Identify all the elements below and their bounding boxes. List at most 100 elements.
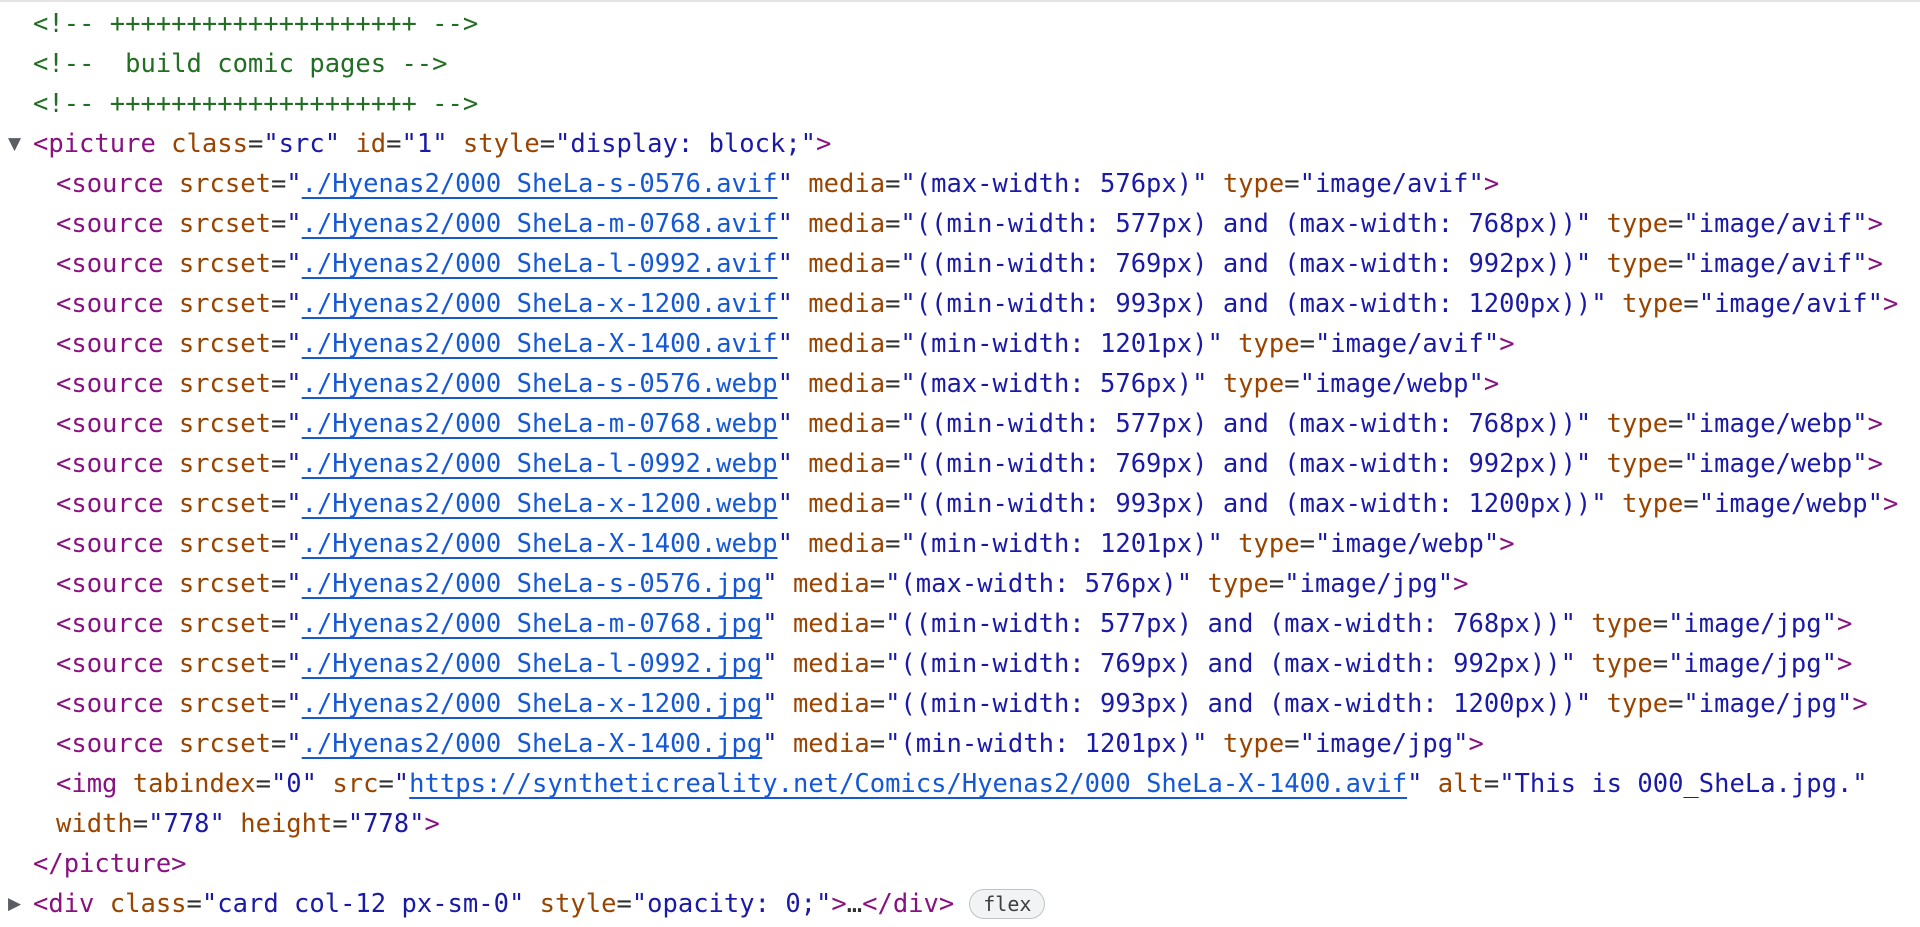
resource-link[interactable]: ./Hyenas2/000_SheLa-X-1400.avif (301, 329, 778, 359)
collapsed-arrow-icon[interactable]: ▶ (8, 894, 22, 914)
resource-link[interactable]: ./Hyenas2/000_SheLa-s-0576.avif (301, 169, 778, 199)
attribute-name-token: id (340, 129, 387, 159)
resource-link[interactable]: ./Hyenas2/000_SheLa-m-0768.avif (301, 209, 778, 239)
flex-badge[interactable]: flex (969, 889, 1046, 919)
tag-token: > (1883, 489, 1899, 519)
resource-link[interactable]: ./Hyenas2/000_SheLa-x-1200.jpg (301, 689, 763, 719)
attribute-name-token: srcset (163, 409, 271, 439)
comment-text: <!-- build comic pages --> (33, 49, 448, 79)
tag-token: > (816, 129, 832, 159)
source-node-webp-s-0576[interactable]: <source srcset="./Hyenas2/000_SheLa-s-05… (0, 364, 1920, 404)
punctuation-token: = (1652, 649, 1669, 679)
source-node-webp-m-0768[interactable]: <source srcset="./Hyenas2/000_SheLa-m-07… (0, 404, 1920, 444)
attribute-value-token: " (286, 209, 302, 239)
attribute-name-token: height (224, 809, 333, 839)
expanded-arrow-icon[interactable]: ▼ (8, 134, 22, 154)
attribute-name-token: srcset (163, 649, 271, 679)
attribute-value-token: "778" (148, 809, 225, 839)
punctuation-token: = (885, 169, 901, 199)
source-node-webp-l-0992[interactable]: <source srcset="./Hyenas2/000_SheLa-l-09… (0, 444, 1920, 484)
attribute-value-token: " (762, 649, 778, 679)
attribute-name-token: media (777, 569, 870, 599)
attribute-value-token: "((min-width: 577px) and (max-width: 768… (900, 209, 1592, 239)
tag-token: <source (56, 609, 164, 639)
resource-link[interactable]: ./Hyenas2/000_SheLa-x-1200.avif (301, 289, 778, 319)
attribute-name-token: tabindex (117, 769, 256, 799)
attribute-value-token: " (777, 369, 793, 399)
source-node-jpg-X-1400[interactable]: <source srcset="./Hyenas2/000_SheLa-X-14… (0, 724, 1920, 764)
attribute-name-token: type (1591, 449, 1669, 479)
tag-token: <source (56, 569, 164, 599)
resource-link[interactable]: ./Hyenas2/000_SheLa-m-0768.webp (301, 409, 778, 439)
attribute-name-token: style (524, 889, 617, 919)
attribute-value-token: "0" (270, 769, 318, 799)
attribute-value-token: " (393, 769, 410, 799)
attribute-name-token: media (777, 729, 870, 759)
punctuation-token: = (270, 329, 287, 359)
comment-divider-bottom[interactable]: <!-- ++++++++++++++++++++ --> (0, 84, 1920, 124)
source-node-avif-x-1200[interactable]: <source srcset="./Hyenas2/000_SheLa-x-12… (0, 284, 1920, 324)
resource-link[interactable]: ./Hyenas2/000_SheLa-l-0992.avif (301, 249, 778, 279)
attribute-name-token: media (792, 329, 886, 359)
attribute-name-token: type (1591, 209, 1669, 239)
attribute-name-token: class (94, 889, 187, 919)
source-node-jpg-l-0992[interactable]: <source srcset="./Hyenas2/000_SheLa-l-09… (0, 644, 1920, 684)
punctuation-token: = (885, 209, 901, 239)
source-node-avif-X-1400[interactable]: <source srcset="./Hyenas2/000_SheLa-X-14… (0, 324, 1920, 364)
source-node-avif-m-0768[interactable]: <source srcset="./Hyenas2/000_SheLa-m-07… (0, 204, 1920, 244)
picture-open-tag[interactable]: ▼<picture class="src" id="1" style="disp… (0, 124, 1920, 164)
resource-link[interactable]: ./Hyenas2/000_SheLa-x-1200.webp (301, 489, 778, 519)
attribute-value-token: " (286, 369, 302, 399)
comment-build-comic-pages[interactable]: <!-- build comic pages --> (0, 44, 1920, 84)
attribute-value-token: " (286, 529, 302, 559)
tag-token: > (1483, 369, 1500, 399)
resource-link[interactable]: ./Hyenas2/000_SheLa-X-1400.webp (301, 529, 778, 559)
punctuation-token: = (270, 169, 287, 199)
source-node-avif-s-0576[interactable]: <source srcset="./Hyenas2/000_SheLa-s-05… (0, 164, 1920, 204)
picture-close-tag[interactable]: </picture> (0, 844, 1920, 884)
punctuation-token: = (270, 689, 287, 719)
attribute-name-token: media (792, 449, 886, 479)
attribute-value-token: " (777, 169, 793, 199)
attribute-name-token: alt (1422, 769, 1484, 799)
punctuation-token: = (1652, 609, 1669, 639)
attribute-value-token: " (286, 569, 302, 599)
attribute-value-token: "((min-width: 577px) and (max-width: 768… (900, 409, 1592, 439)
img-node[interactable]: <img tabindex="0" src="https://synthetic… (0, 764, 1920, 804)
source-node-avif-l-0992[interactable]: <source srcset="./Hyenas2/000_SheLa-l-09… (0, 244, 1920, 284)
attribute-name-token: media (777, 609, 870, 639)
resource-link[interactable]: ./Hyenas2/000_SheLa-l-0992.webp (301, 449, 778, 479)
resource-link[interactable]: ./Hyenas2/000_SheLa-s-0576.jpg (301, 569, 763, 599)
resource-link[interactable]: ./Hyenas2/000_SheLa-l-0992.jpg (301, 649, 763, 679)
attribute-name-token: media (777, 649, 870, 679)
punctuation-token: = (1683, 289, 1699, 319)
attribute-name-token: srcset (163, 169, 271, 199)
source-node-webp-x-1200[interactable]: <source srcset="./Hyenas2/000_SheLa-x-12… (0, 484, 1920, 524)
resource-link[interactable]: https://syntheticreality.net/Comics/Hyen… (409, 769, 1408, 799)
source-node-jpg-m-0768[interactable]: <source srcset="./Hyenas2/000_SheLa-m-07… (0, 604, 1920, 644)
comment-divider-top[interactable]: <!-- ++++++++++++++++++++ --> (0, 4, 1920, 44)
attribute-name-token: src (317, 769, 379, 799)
collapsed-content-ellipsis-icon[interactable]: … (846, 889, 863, 919)
punctuation-token: = (332, 809, 348, 839)
tag-token: <source (56, 169, 164, 199)
punctuation-token: = (132, 809, 149, 839)
source-node-jpg-s-0576[interactable]: <source srcset="./Hyenas2/000_SheLa-s-05… (0, 564, 1920, 604)
resource-link[interactable]: ./Hyenas2/000_SheLa-m-0768.jpg (301, 609, 763, 639)
punctuation-token: = (616, 889, 632, 919)
attribute-name-token: type (1591, 409, 1669, 439)
attribute-value-token: "image/webp" (1314, 529, 1500, 559)
attribute-name-token: srcset (163, 289, 271, 319)
punctuation-token: = (1284, 169, 1300, 199)
resource-link[interactable]: ./Hyenas2/000_SheLa-X-1400.jpg (301, 729, 763, 759)
attribute-name-token: srcset (163, 369, 271, 399)
img-node-wrapped-attributes[interactable]: width="778" height="778"> (0, 804, 1920, 844)
attribute-value-token: "image/webp" (1698, 489, 1883, 519)
punctuation-token: = (885, 369, 901, 399)
source-node-jpg-x-1200[interactable]: <source srcset="./Hyenas2/000_SheLa-x-12… (0, 684, 1920, 724)
attribute-value-token: " (286, 289, 302, 319)
div-node-collapsed[interactable]: ▶<div class="card col-12 px-sm-0" style=… (0, 884, 1920, 924)
attribute-name-token: media (792, 489, 886, 519)
resource-link[interactable]: ./Hyenas2/000_SheLa-s-0576.webp (301, 369, 778, 399)
source-node-webp-X-1400[interactable]: <source srcset="./Hyenas2/000_SheLa-X-14… (0, 524, 1920, 564)
